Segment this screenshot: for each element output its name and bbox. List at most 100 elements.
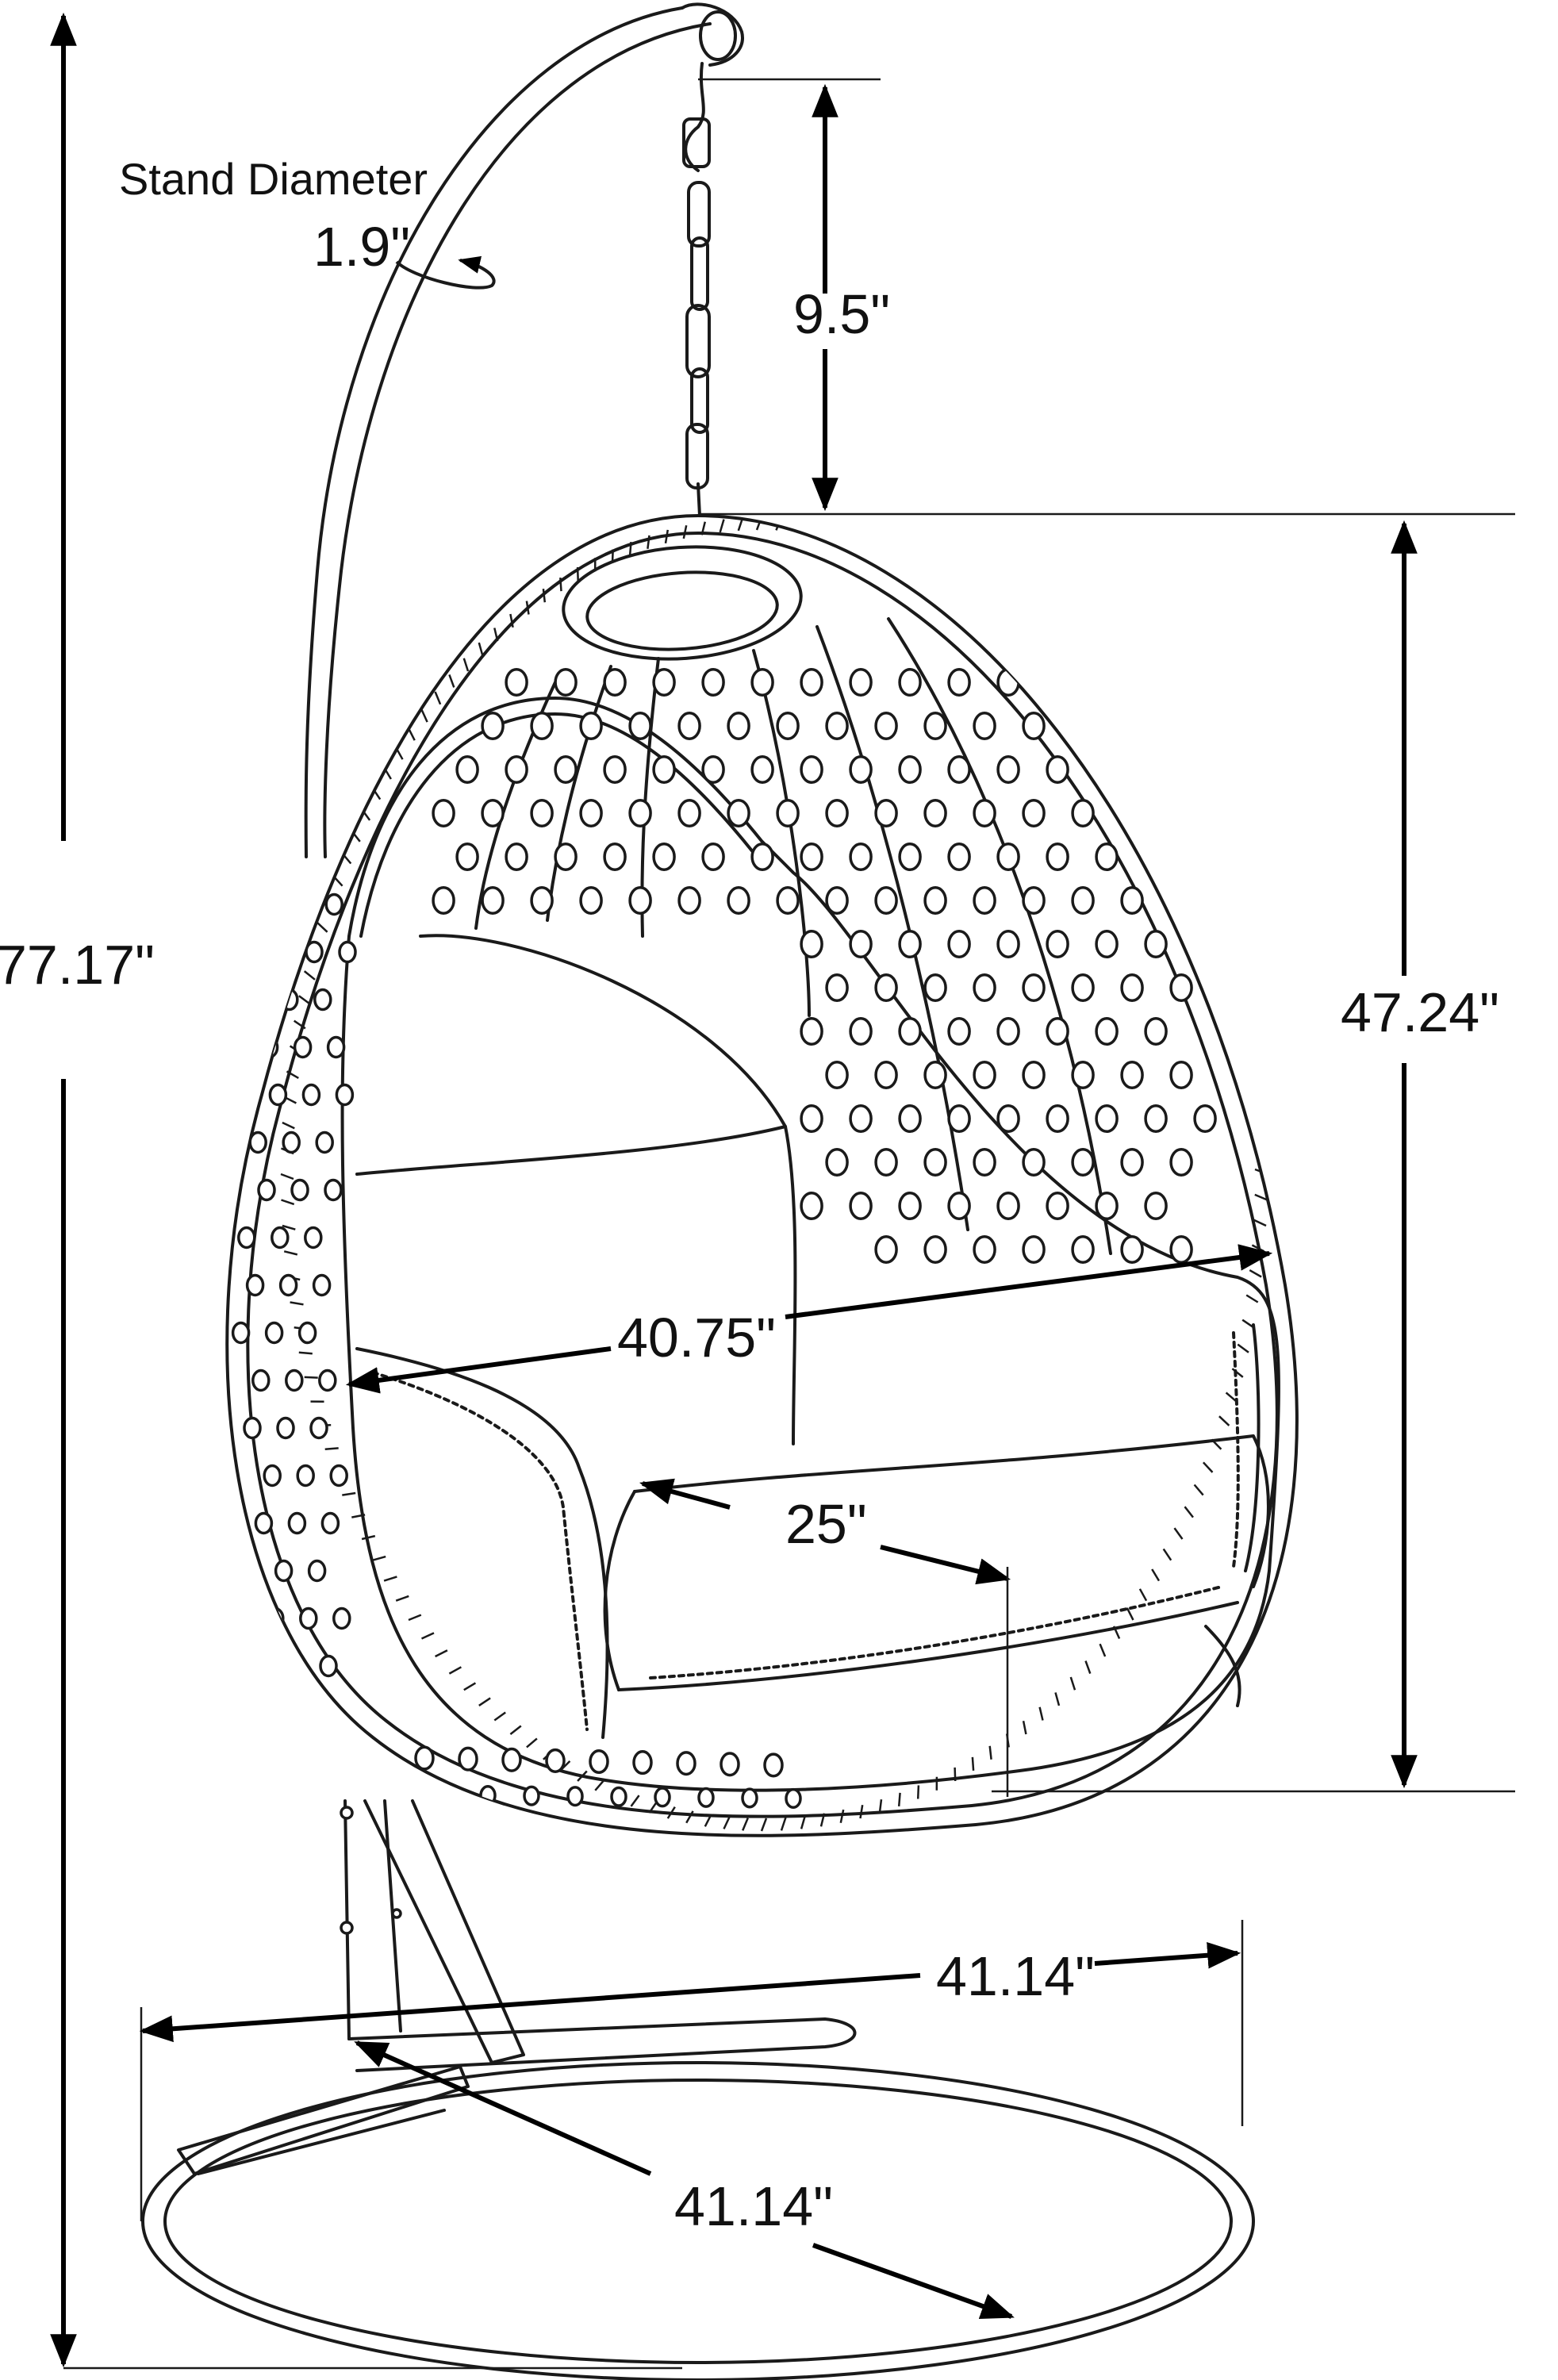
wicker-hole [1095,1104,1119,1134]
rim-hatch [462,658,470,672]
rim-hatch [303,970,316,981]
rim-hatch [342,1491,356,1496]
wicker-hole [800,754,823,785]
wicker-hole [973,885,996,916]
wicker-hole [481,885,505,916]
wicker-hole [652,842,676,872]
rim-hatch [463,1682,477,1691]
rim-hatch [664,529,670,544]
wicker-hole [697,1787,715,1808]
wicker-hole [1046,929,1069,959]
wicker-hole [589,1749,609,1775]
rim-hatch [1179,830,1194,835]
wicker-hole [776,711,800,741]
rim-hatch [1199,874,1213,879]
rim-hatch [890,541,900,554]
wicker-hole [923,711,947,741]
wicker-hole [763,1752,784,1778]
wicker-hole [632,1750,653,1775]
wicker-hole [677,798,701,828]
wicker-hole [554,667,578,697]
rim-hatch [1054,1692,1061,1706]
rim-hatch [1107,708,1120,716]
rim-hatch [1241,1319,1255,1329]
wicker-hole [1046,1191,1069,1221]
wicker-hole [800,929,823,959]
rim-hatch [420,1632,435,1640]
wicker-hole [874,711,898,741]
wicker-hole [973,711,996,741]
wicker-hole [237,1226,256,1250]
rim-hatch [1030,627,1044,637]
rim-hatch [283,1250,298,1256]
chair-width-label: 40.75" [617,1307,776,1368]
wicker-hole [654,1787,671,1808]
dimension-stand-diameter [395,255,496,290]
wicker-hole [458,1746,478,1772]
wicker-hole [996,754,1020,785]
wicker-hole [874,798,898,828]
rim-hatch [719,519,725,533]
rim-hatch [1084,1660,1092,1675]
rim-hatch [1225,1392,1238,1403]
wicker-hole [898,1104,922,1134]
wicker-hole [1120,973,1144,1003]
wicker-hole [257,1178,276,1202]
wicker-hole [392,1783,409,1806]
wicker-hole [800,842,823,872]
wicker-hole [1022,711,1046,741]
wicker-hole [1144,1016,1168,1046]
rim-hatch [737,517,744,532]
rim-hatch [509,1725,522,1735]
wicker-hole [720,1752,740,1777]
rim-hatch [927,557,938,569]
wicker-hole [800,667,823,697]
wicker-hole [849,929,873,959]
wicker-hole [603,754,627,785]
hanging-chain [682,62,711,517]
rim-hatch [1145,766,1160,773]
egg-chair-shell [225,514,1299,1837]
wicker-hole [825,798,849,828]
wicker-hole [481,798,505,828]
wicker-hole [566,1786,584,1807]
rim-hatch [1184,1506,1194,1518]
wicker-hole [849,667,873,697]
wicker-hole [455,754,479,785]
wicker-hole [1095,1016,1119,1046]
rim-hatch [1173,1527,1184,1540]
rim-hatch [1133,747,1147,754]
rim-hatch [666,1806,676,1819]
base-depth-label: 41.14" [674,2175,833,2237]
wicker-hole [1120,798,1144,828]
rim-hatch [395,747,404,760]
seat-depth-label: 25" [785,1493,867,1555]
rim-hatch [282,1121,295,1130]
wicker-hole [1120,1147,1144,1177]
wicker-hole [245,1273,265,1297]
wicker-hole [1193,1104,1217,1134]
rim-hatch [407,727,416,741]
wicker-hole [874,1147,898,1177]
wicker-hole [898,667,922,697]
wicker-hole [248,1130,267,1154]
wicker-hole [264,1321,284,1345]
rim-hatch [1253,1142,1268,1150]
rim-hatch [1248,1067,1262,1073]
rim-hatch [298,995,311,1005]
rim-hatch [1151,1568,1161,1582]
wicker-hole [1095,1191,1119,1221]
wicker-hole [996,1016,1020,1046]
rim-hatch [628,541,632,556]
rim-hatch [1202,1461,1214,1473]
rim-hatch [1254,1193,1268,1201]
rim-hatch [525,601,530,615]
rim-hatch [871,535,881,547]
wicker-hole [947,842,971,872]
wicker-hole [263,1464,282,1488]
wicker-hole [996,1191,1020,1221]
wicker-hole [849,1104,873,1134]
wicker-hole [286,1654,305,1678]
rim-hatch [1250,1092,1264,1098]
wicker-hole [271,940,290,964]
